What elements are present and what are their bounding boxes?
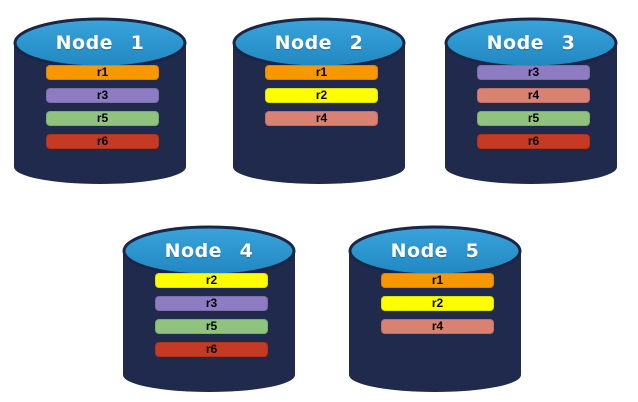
replica-label: r4: [315, 111, 328, 125]
node-title: Node 5: [390, 240, 480, 262]
replica-bar-r2: r2: [265, 88, 378, 103]
replica-label: r6: [527, 134, 540, 148]
replica-label: r5: [527, 111, 540, 125]
node-title: Node 4: [164, 240, 254, 262]
replica-bar-r3: r3: [477, 65, 590, 80]
replica-list: r1 r2 r4: [381, 273, 494, 334]
replica-label: r3: [527, 65, 540, 79]
replica-bar-r5: r5: [477, 111, 590, 126]
replica-bar-r3: r3: [46, 88, 159, 103]
replica-bar-r5: r5: [155, 319, 268, 334]
replica-label: r6: [96, 134, 109, 148]
replica-label: r1: [96, 65, 109, 79]
replica-label: r1: [431, 273, 444, 287]
replica-label: r2: [431, 296, 444, 310]
node-title: Node 2: [274, 32, 364, 54]
replica-bar-r1: r1: [381, 273, 494, 288]
node-cylinder-2: Node 2 r1 r2 r4: [231, 9, 407, 187]
replica-list: r1 r3 r5 r6: [46, 65, 159, 149]
replica-label: r5: [96, 111, 109, 125]
replica-list: r2 r3 r5 r6: [155, 273, 268, 357]
replica-bar-r6: r6: [155, 342, 268, 357]
replica-bar-r4: r4: [381, 319, 494, 334]
replica-bar-r5: r5: [46, 111, 159, 126]
replica-bar-r2: r2: [155, 273, 268, 288]
replica-label: r4: [527, 88, 540, 102]
replica-label: r5: [205, 319, 218, 333]
replica-list: r1 r2 r4: [265, 65, 378, 126]
replica-bar-r4: r4: [477, 88, 590, 103]
node-cylinder-1: Node 1 r1 r3 r5 r6: [12, 9, 188, 187]
replica-bar-r6: r6: [477, 134, 590, 149]
replica-bar-r4: r4: [265, 111, 378, 126]
replica-bar-r6: r6: [46, 134, 159, 149]
node-title: Node 1: [55, 32, 145, 54]
node-cylinder-5: Node 5 r1 r2 r4: [347, 217, 523, 395]
replica-label: r2: [205, 273, 218, 287]
replica-bar-r3: r3: [155, 296, 268, 311]
replica-bar-r1: r1: [46, 65, 159, 80]
node-title: Node 3: [486, 32, 576, 54]
node-cylinder-3: Node 3 r3 r4 r5 r6: [443, 9, 619, 187]
replica-label: r6: [205, 342, 218, 356]
node-cylinder-4: Node 4 r2 r3 r5 r6: [121, 217, 297, 395]
replica-list: r3 r4 r5 r6: [477, 65, 590, 149]
replica-label: r3: [205, 296, 218, 310]
replica-label: r1: [315, 65, 328, 79]
replica-label: r4: [431, 319, 444, 333]
replica-label: r3: [96, 88, 109, 102]
replica-label: r2: [315, 88, 328, 102]
replica-bar-r1: r1: [265, 65, 378, 80]
replica-bar-r2: r2: [381, 296, 494, 311]
